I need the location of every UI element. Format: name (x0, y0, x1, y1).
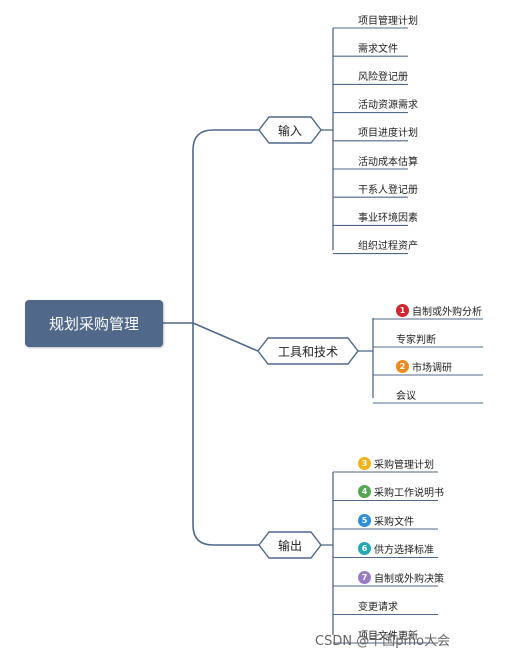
leaf-item[interactable]: 组织过程资产 (358, 237, 418, 253)
leaf-item[interactable]: 项目进度计划 (358, 124, 418, 140)
number-badge-icon: 7 (358, 570, 371, 584)
leaf-label: 采购管理计划 (374, 459, 434, 471)
leaf-item[interactable]: 事业环境因素 (358, 208, 418, 224)
leaf-label: 风险登记册 (358, 71, 408, 83)
leaf-label: 干系人登记册 (358, 184, 418, 196)
leaf-label: 活动资源需求 (358, 100, 418, 112)
leaf-label: 变更请求 (358, 602, 398, 613)
number-badge-icon: 2 (396, 359, 409, 373)
branch-label[interactable]: 输入 (277, 123, 302, 138)
leaf-label: 市场调研 (412, 362, 452, 374)
root-node[interactable]: 规划采购管理 (25, 300, 163, 347)
leaf-item[interactable]: 干系人登记册 (358, 180, 418, 196)
leaf-label: 会议 (396, 390, 416, 402)
branch-label[interactable]: 工具和技术 (277, 344, 338, 359)
leaf-label: 自制或外购分析 (412, 306, 482, 318)
branch-connectors (192, 129, 259, 546)
leaf-item[interactable]: 项目管理计划 (358, 11, 418, 27)
watermark: CSDN @千国pmo大会 (315, 634, 451, 649)
leaf-label: 活动成本估算 (358, 156, 418, 168)
leaf-item[interactable]: 变更请求 (358, 598, 398, 614)
leaf-label: 项目进度计划 (358, 128, 418, 140)
leaf-label: 需求文件 (358, 43, 398, 55)
leaf-label: 专家判断 (396, 334, 436, 346)
leaf-label: 事业环境因素 (358, 212, 418, 224)
leaf-item[interactable]: 活动资源需求 (358, 96, 418, 112)
root-label: 规划采购管理 (48, 315, 139, 333)
leaf-item[interactable]: 会议 (396, 386, 416, 402)
leaf-item[interactable]: 需求文件 (358, 39, 398, 55)
number-badge-icon: 1 (396, 303, 409, 317)
branch-label[interactable]: 输出 (277, 538, 302, 553)
leaf-item[interactable]: 活动成本估算 (358, 152, 418, 168)
number-badge-icon: 4 (358, 485, 371, 498)
leaf-item[interactable]: 专家判断 (396, 330, 436, 346)
number-badge-icon: 5 (358, 513, 371, 527)
leaf-label: 自制或外购决策 (374, 573, 444, 585)
leaf-label: 供方选择标准 (374, 545, 434, 556)
leaf-label: 采购工作说明书 (374, 488, 444, 499)
leaf-label: 项目文件更新 (358, 630, 418, 642)
leaf-label: 项目管理计划 (358, 15, 418, 27)
leaf-label: 采购文件 (374, 516, 414, 528)
leaf-item[interactable]: 风险登记册 (358, 67, 408, 83)
number-badge-icon: 3 (358, 456, 371, 470)
leaf-item[interactable]: 项目文件更新 (358, 626, 418, 642)
leaf-label: 组织过程资产 (358, 241, 418, 253)
number-badge-icon: 6 (358, 542, 371, 555)
